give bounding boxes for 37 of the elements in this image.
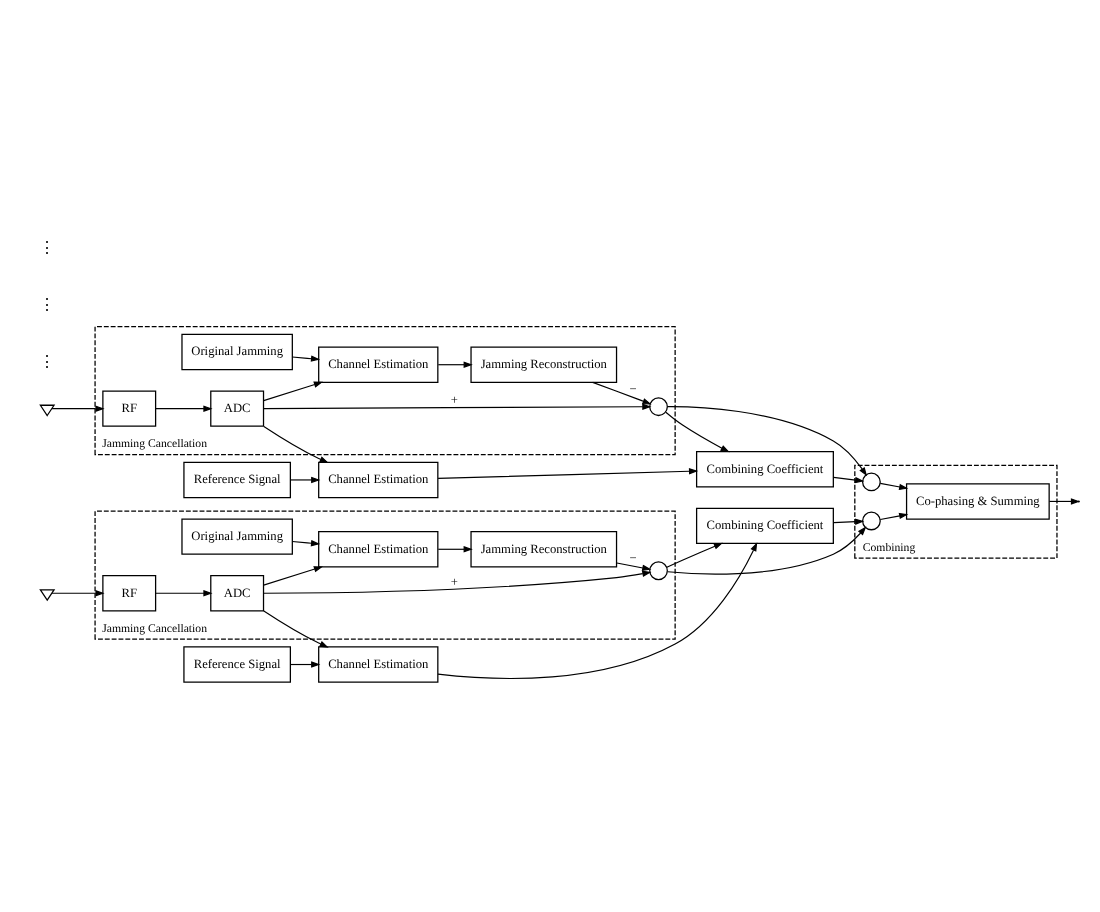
arrow — [592, 380, 652, 404]
arrow — [263, 565, 324, 585]
arrow — [879, 481, 909, 490]
arrow — [437, 467, 699, 478]
arrow — [263, 380, 324, 401]
arrow — [51, 404, 105, 411]
arrow — [437, 545, 473, 552]
arrow — [437, 360, 473, 367]
label: ⋮ — [39, 351, 56, 370]
arrow — [833, 475, 865, 483]
arrow — [667, 525, 867, 574]
node-antenna — [39, 403, 56, 416]
arrow — [291, 539, 321, 546]
node-circle — [649, 396, 668, 416]
arrow — [263, 424, 329, 463]
arrow — [879, 511, 909, 520]
label: ⋮ — [39, 238, 56, 257]
node-circle — [649, 560, 668, 580]
node-circle — [862, 510, 881, 530]
node-circle — [862, 471, 881, 491]
arrow — [51, 589, 105, 596]
arrow — [155, 404, 213, 411]
arrow — [290, 475, 321, 483]
arrow — [290, 660, 321, 667]
arrow — [263, 569, 652, 593]
node-antenna — [39, 588, 56, 601]
arrow — [833, 517, 865, 524]
arrow — [666, 541, 724, 567]
label: ⋮ — [39, 294, 56, 313]
arrow — [616, 561, 652, 571]
arrow — [291, 354, 321, 361]
arrow — [437, 541, 758, 679]
arrow — [263, 609, 329, 647]
arrow — [155, 589, 213, 596]
arrow — [263, 402, 652, 409]
arrow — [665, 410, 730, 452]
arrow — [666, 404, 868, 476]
